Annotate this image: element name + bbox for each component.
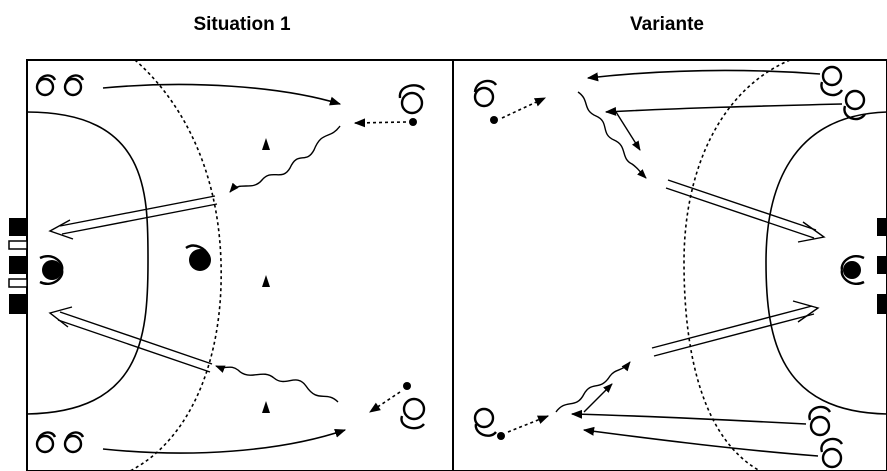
shot-arrow <box>48 306 213 373</box>
pass-arrow <box>102 83 342 106</box>
attacker-with-ball-icon <box>473 79 498 124</box>
attacker-icon <box>35 74 85 97</box>
pass-arrow <box>570 409 807 425</box>
pass-arrow <box>102 428 347 454</box>
pass-arrow <box>582 426 819 457</box>
shot-arrow <box>665 179 826 243</box>
cone-icon <box>262 401 270 413</box>
court-outline-left <box>26 59 454 471</box>
dribble-arrow <box>507 415 550 433</box>
panel-title-variante: Variante <box>630 14 704 35</box>
goal-icon <box>8 218 28 314</box>
attacker-icon <box>820 65 867 121</box>
goal-icon <box>877 218 887 314</box>
pass-arrow <box>586 69 821 82</box>
dribble-run-line <box>229 125 341 193</box>
nine-meter-line <box>683 59 791 471</box>
panel-situation-1 <box>8 59 454 471</box>
shot-arrow <box>651 300 820 357</box>
panel-title-situation-1: Situation 1 <box>193 14 291 35</box>
cone-icon <box>262 138 270 150</box>
goalkeeper-icon <box>840 255 865 285</box>
attacker-icon <box>35 431 85 454</box>
attacker-with-ball-icon <box>400 382 426 430</box>
six-meter-line <box>765 111 887 415</box>
attacker-with-ball-icon <box>473 407 505 440</box>
shot-arrow <box>48 195 218 240</box>
nine-meter-line <box>129 59 222 471</box>
dribble-run-line <box>555 361 631 413</box>
attacker-icon <box>808 405 844 469</box>
dribble-run-line <box>215 365 339 403</box>
pass-arrow <box>615 111 641 151</box>
court-outline-right <box>452 59 887 471</box>
dribble-arrow <box>501 97 547 119</box>
dribble-run-line <box>577 91 647 179</box>
defender-icon <box>185 244 211 271</box>
dribble-arrow <box>353 118 407 128</box>
six-meter-line <box>26 111 149 415</box>
panel-variante <box>452 59 887 471</box>
dribble-arrow <box>369 391 401 413</box>
attacker-with-ball-icon <box>398 84 426 126</box>
pass-arrow <box>583 383 613 413</box>
goalkeeper-icon <box>39 255 64 285</box>
cone-icon <box>262 275 270 287</box>
pass-arrow <box>604 103 843 116</box>
